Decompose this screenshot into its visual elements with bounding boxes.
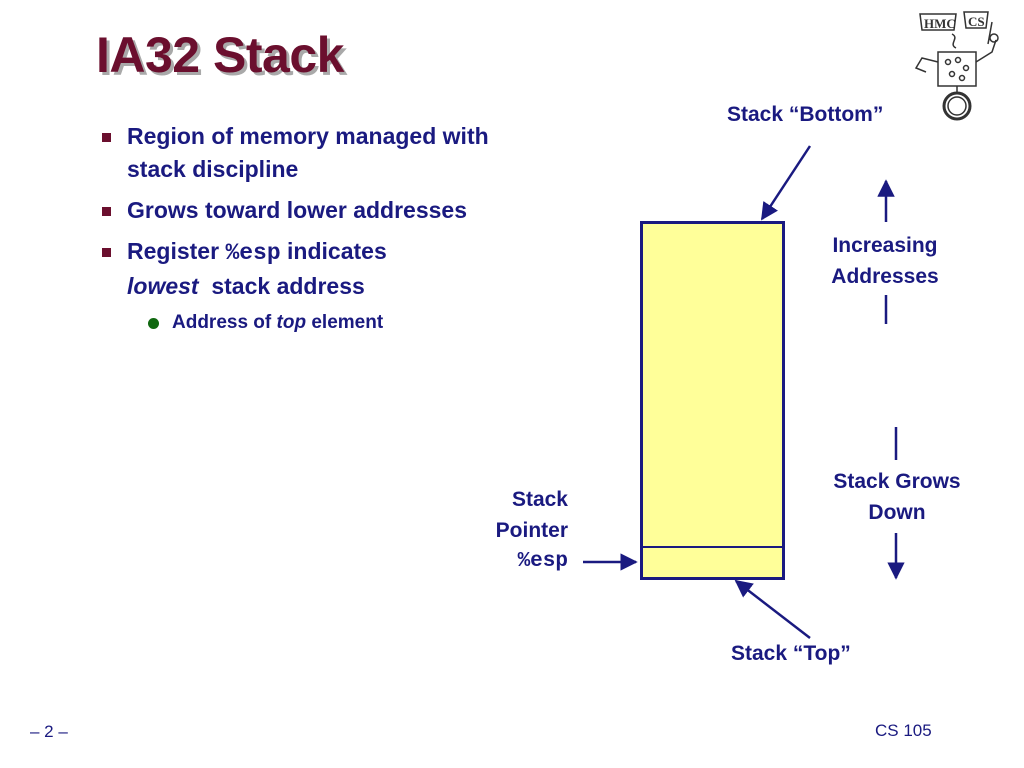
stack-top-label: Stack “Top” — [731, 642, 851, 665]
square-bullet-icon — [102, 207, 111, 216]
sub-bullet-emphasis: top — [276, 312, 307, 333]
increasing-addresses-label: Increasing Addresses — [800, 230, 970, 292]
round-bullet-icon — [148, 318, 159, 329]
sub-bullet-suffix: element — [311, 312, 384, 333]
bullet-text-tail: stack address — [211, 273, 365, 299]
stack-grows-down-label: Stack Grows Down — [806, 466, 988, 528]
stack-top-arrow — [734, 579, 811, 639]
increasing-label-line1: Increasing — [832, 234, 938, 257]
stack-bottom-arrow — [760, 145, 812, 221]
stack-bottom-label: Stack “Bottom” — [727, 103, 884, 126]
bullet-list: Region of memory managed with stack disc… — [100, 120, 530, 337]
bullet-emphasis: lowest — [127, 273, 199, 299]
bullet-text: Region of memory managed with stack disc… — [127, 123, 489, 182]
pointer-register-name: %esp — [517, 550, 568, 573]
slide-title: IA32 Stack — [96, 27, 344, 83]
pointer-label-line1: Stack — [511, 488, 568, 511]
slide-number: – 2 – — [30, 722, 68, 741]
bullet-item: Grows toward lower addresses — [100, 194, 530, 227]
grows-label-line1: Stack Grows — [833, 470, 961, 493]
bullet-text: Grows toward lower addresses — [127, 197, 468, 223]
register-name: %esp — [225, 240, 281, 266]
sub-bullet-item: Address of top element — [100, 309, 530, 337]
course-label: CS 105 — [875, 721, 932, 740]
pointer-label-line2: Pointer — [495, 519, 568, 542]
svg-text:CS: CS — [968, 14, 985, 29]
bullet-text-suffix: indicates — [287, 238, 387, 264]
stack-memory-region — [640, 221, 785, 580]
square-bullet-icon — [102, 133, 111, 142]
bullet-text-prefix: Register — [127, 238, 220, 264]
bullet-item: Region of memory managed with stack disc… — [100, 120, 530, 186]
bullet-item: Register %esp indicates lowest stack add… — [100, 235, 530, 303]
square-bullet-icon — [102, 248, 111, 257]
sub-bullet-prefix: Address of — [172, 312, 272, 333]
hmc-cs-robot-logo-icon: HMC CS — [914, 11, 999, 121]
svg-text:HMC: HMC — [924, 16, 956, 31]
grows-label-line2: Down — [868, 501, 926, 524]
stack-pointer-label: Stack Pointer %esp — [440, 484, 568, 577]
increasing-label-line2: Addresses — [831, 265, 939, 288]
stack-top-element-divider — [643, 546, 782, 548]
